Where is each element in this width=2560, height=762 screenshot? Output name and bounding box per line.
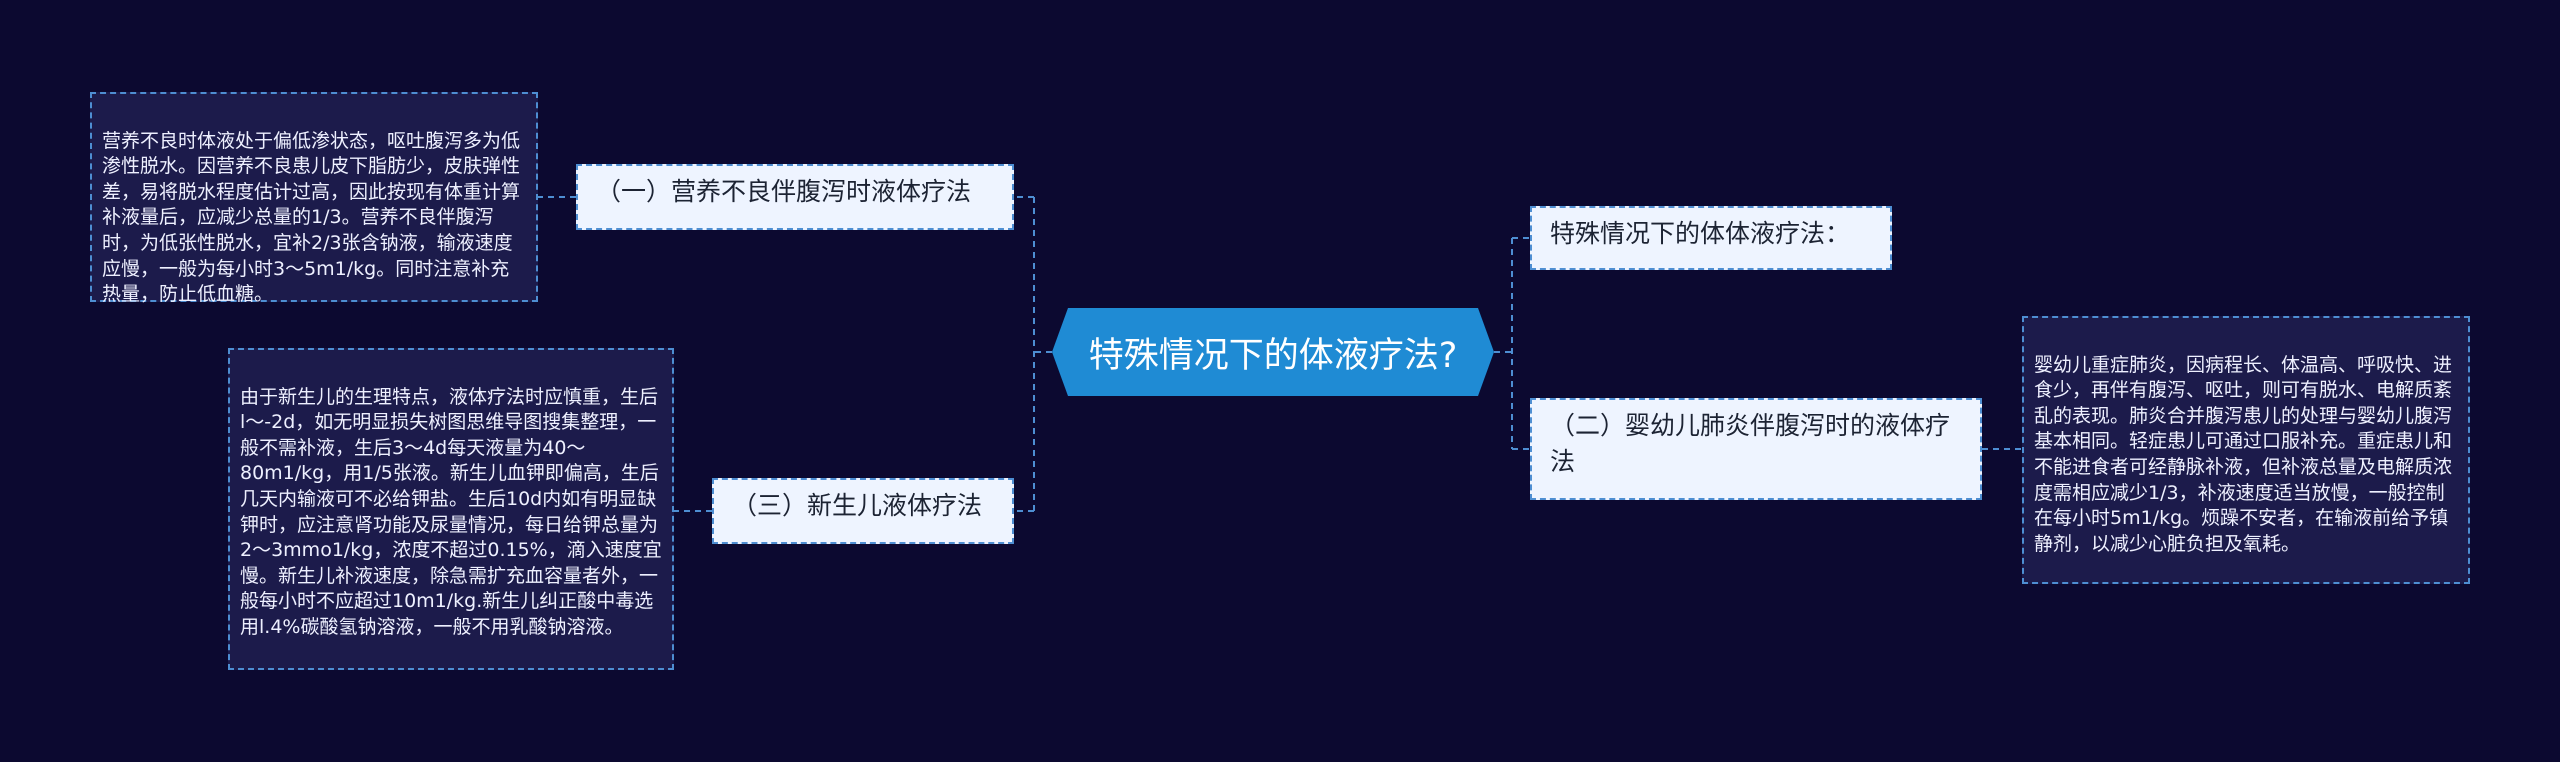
topic-infant-pneumonia-diarrhea[interactable]: （二）婴幼儿肺炎伴腹泻时的液体疗法 xyxy=(1530,398,1982,500)
topic-label: （一）营养不良伴腹泻时液体疗法 xyxy=(596,177,972,206)
connector-center-left xyxy=(1014,196,1052,512)
topic-special-conditions[interactable]: 特殊情况下的体体液疗法： xyxy=(1530,206,1892,270)
topic-label: （二）婴幼儿肺炎伴腹泻时的液体疗法 xyxy=(1550,411,1951,476)
leaf-text: 由于新生儿的生理特点，液体疗法时应慎重，生后l～-2d，如无明显损失树图思维导图… xyxy=(240,385,662,638)
topic-label: 特殊情况下的体体液疗法： xyxy=(1550,219,1851,248)
leaf-pneumonia-detail[interactable]: 婴幼儿重症肺炎，因病程长、体温高、呼吸快、进食少，再伴有腹泻、呕吐，则可有脱水、… xyxy=(2022,316,2470,584)
central-topic-title: 特殊情况下的体液疗法? xyxy=(1088,335,1458,376)
topic-malnutrition-diarrhea[interactable]: （一）营养不良伴腹泻时液体疗法 xyxy=(576,164,1014,230)
leaf-newborn-detail[interactable]: 由于新生儿的生理特点，液体疗法时应慎重，生后l～-2d，如无明显损失树图思维导图… xyxy=(228,348,674,670)
topic-label: （三）新生儿液体疗法 xyxy=(732,491,983,520)
leaf-text: 婴幼儿重症肺炎，因病程长、体温高、呼吸快、进食少，再伴有腹泻、呕吐，则可有脱水、… xyxy=(2034,353,2453,555)
leaf-text: 营养不良时体液处于偏低渗状态，呕吐腹泻多为低渗性脱水。因营养不良患儿皮下脂肪少，… xyxy=(102,129,521,306)
central-topic[interactable]: 特殊情况下的体液疗法? xyxy=(1052,308,1494,396)
leaf-malnutrition-detail[interactable]: 营养不良时体液处于偏低渗状态，呕吐腹泻多为低渗性脱水。因营养不良患儿皮下脂肪少，… xyxy=(90,92,538,305)
topic-newborn[interactable]: （三）新生儿液体疗法 xyxy=(712,478,1014,544)
connector-center-right xyxy=(1494,237,1530,450)
